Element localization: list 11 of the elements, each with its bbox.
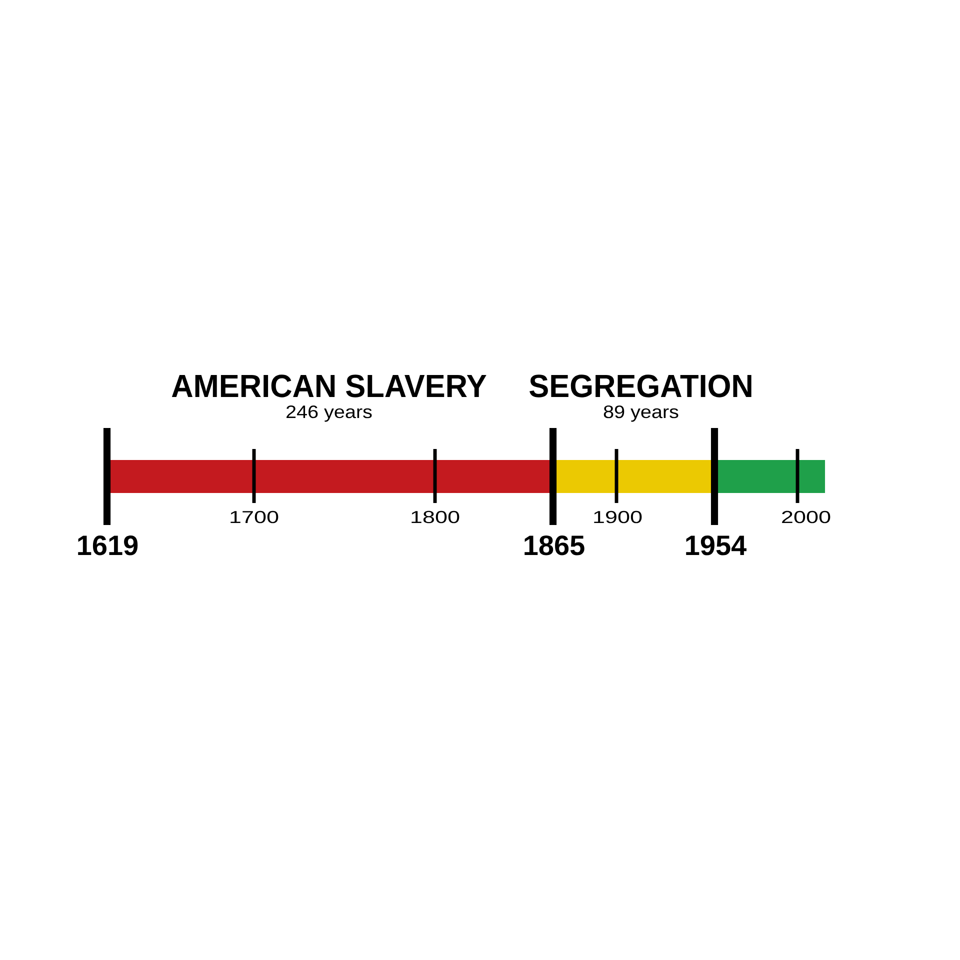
year-label: 1954 <box>686 535 746 556</box>
period-title: AMERICAN SLAVERY <box>172 374 486 398</box>
year-label: 1800 <box>412 510 460 524</box>
year-label: 1900 <box>594 510 642 524</box>
duration-text: 246 years <box>286 405 372 422</box>
year-label: 2000 <box>782 510 830 524</box>
period-title: SEGREGATION <box>530 374 752 398</box>
year-label: 1619 <box>78 535 138 556</box>
duration-text: 89 years <box>604 405 678 422</box>
year-label: 1700 <box>230 510 278 524</box>
year-label: 1865 <box>524 535 584 556</box>
